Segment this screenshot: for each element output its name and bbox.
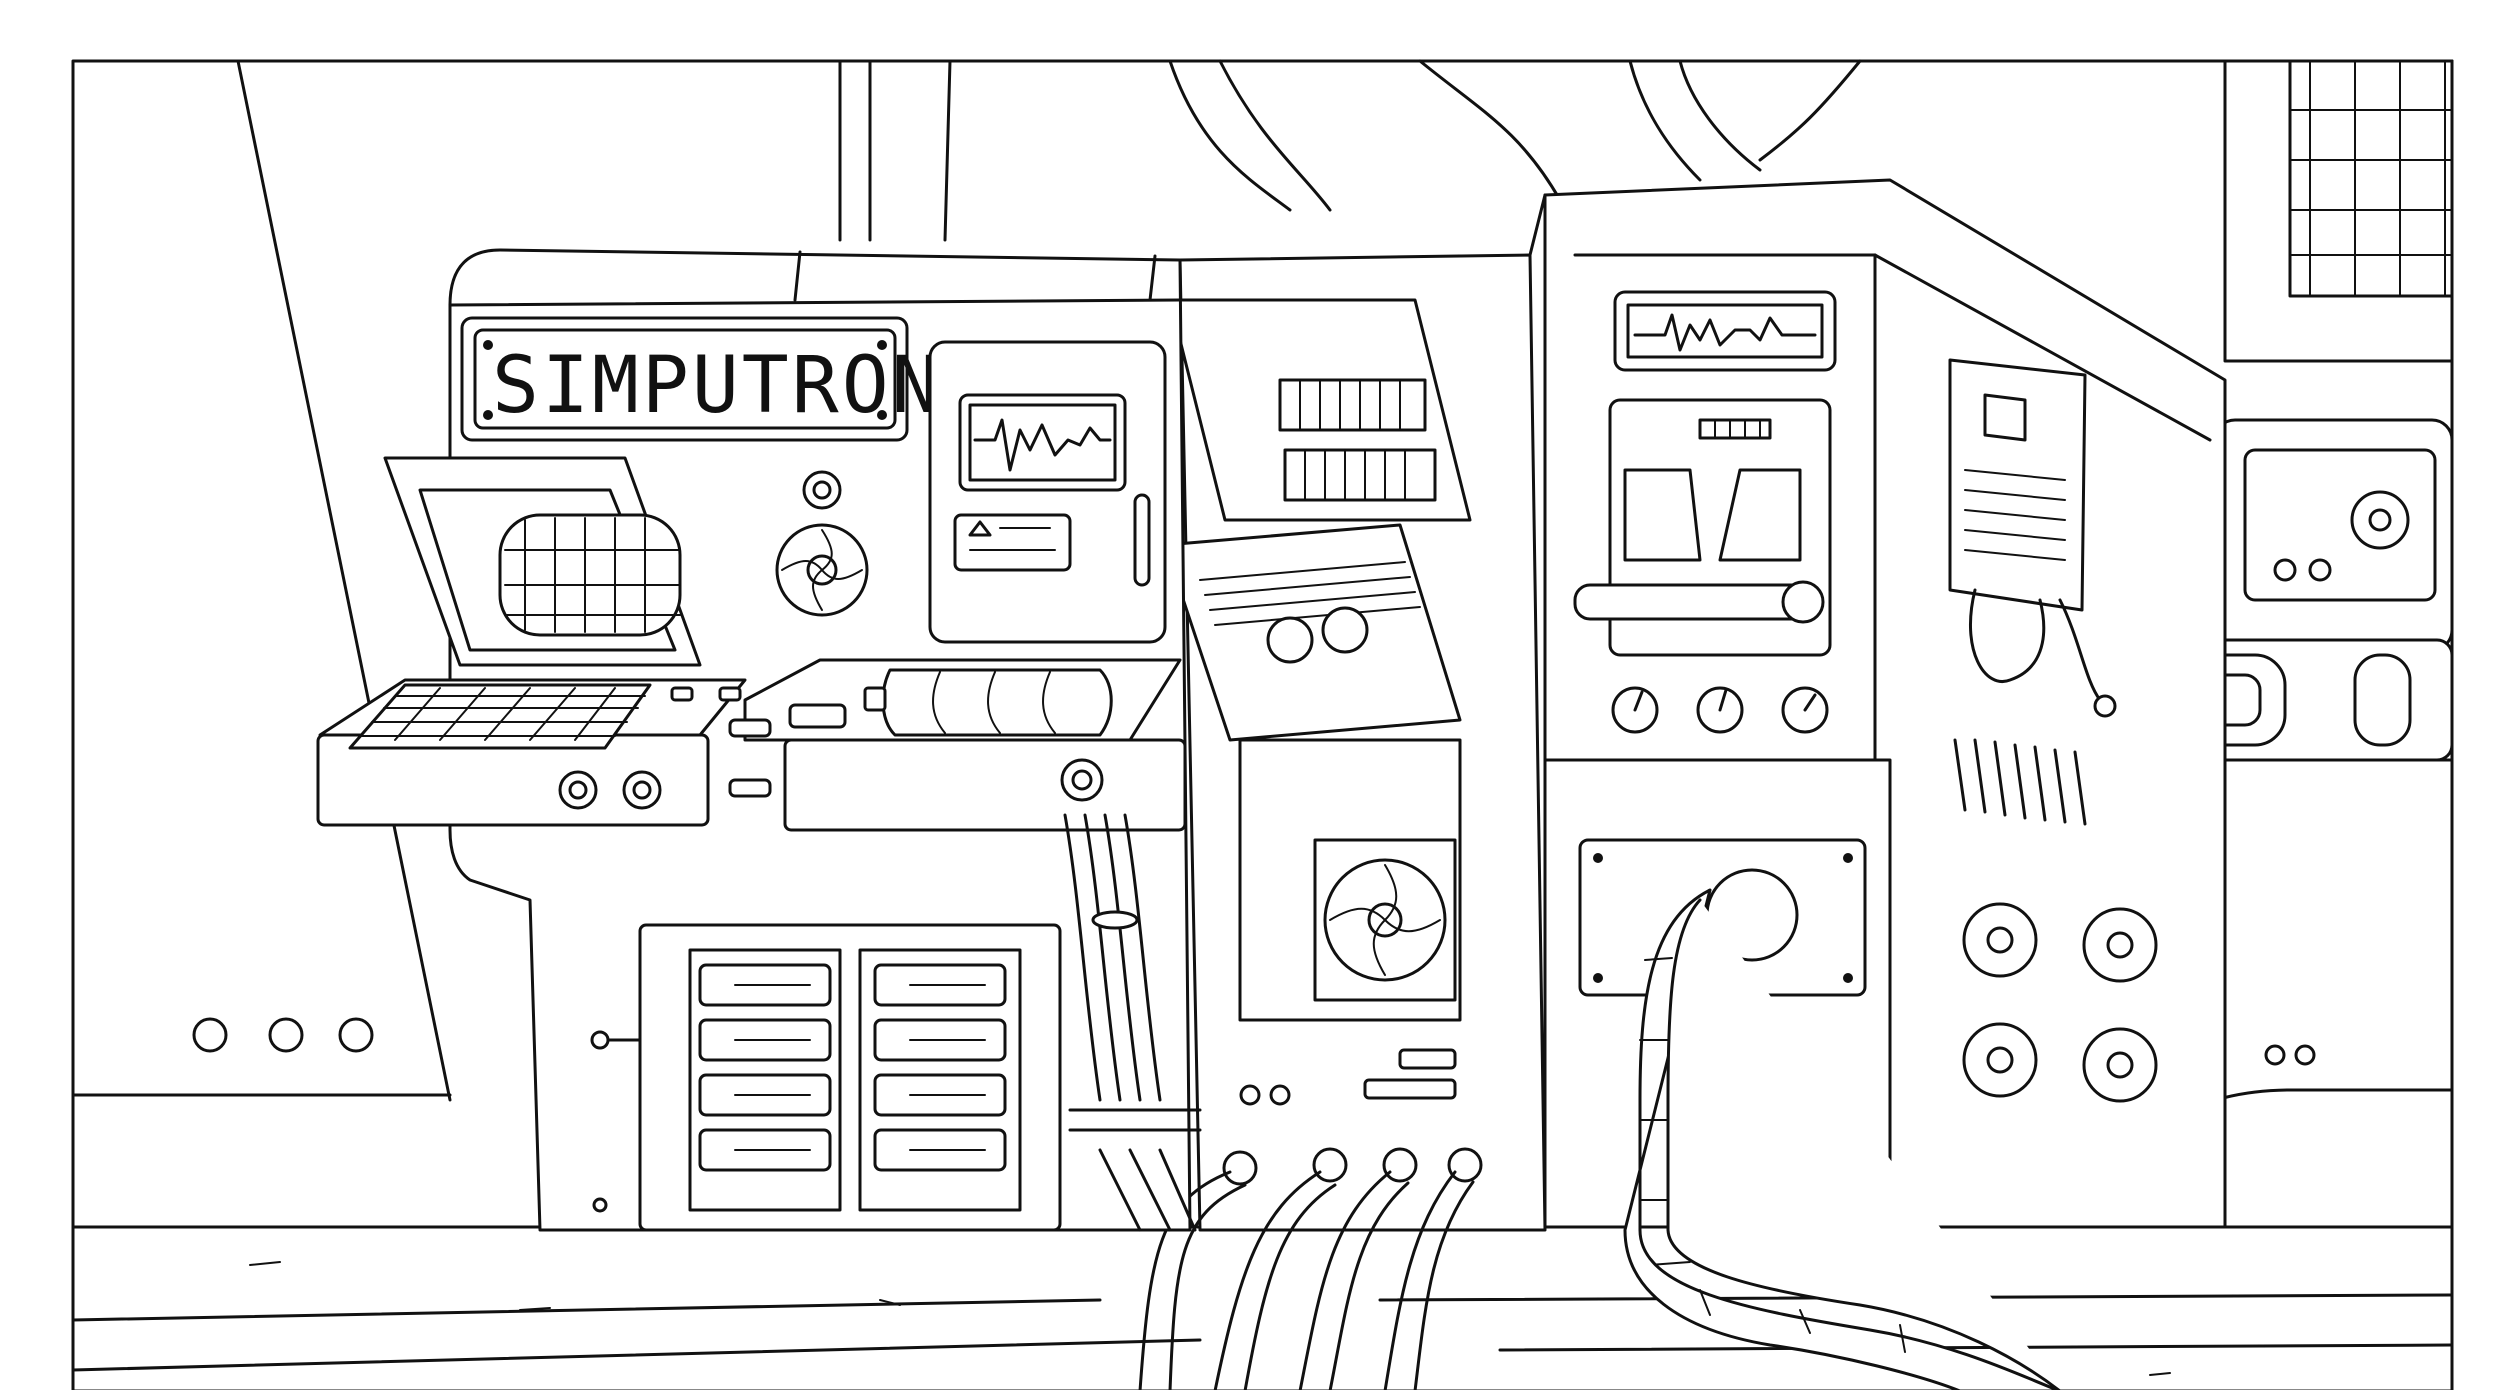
indicator-bar bbox=[1398, 1048, 1457, 1070]
center-tower bbox=[1163, 193, 1547, 1232]
hose-port bbox=[1447, 1147, 1483, 1183]
wall-light bbox=[338, 1017, 374, 1053]
left-monitor-screen bbox=[498, 513, 682, 637]
button-strip bbox=[788, 703, 847, 729]
floor-hoses bbox=[1138, 1170, 1475, 1390]
warning-label bbox=[953, 513, 1072, 572]
button bbox=[718, 686, 742, 702]
wall-light bbox=[192, 1017, 228, 1053]
roller-unit bbox=[881, 668, 1113, 737]
handle bbox=[1133, 493, 1151, 587]
button bbox=[670, 686, 694, 702]
knob bbox=[2308, 558, 2332, 582]
label-strip bbox=[1698, 418, 1772, 440]
hose-port bbox=[1222, 1150, 1258, 1186]
monitor-screen bbox=[2288, 59, 2454, 298]
indicator-light bbox=[2264, 1044, 2286, 1066]
indicator-bar bbox=[1363, 1078, 1457, 1100]
wall-light bbox=[268, 1017, 304, 1053]
cable-tie bbox=[1091, 910, 1139, 930]
grid-display bbox=[1278, 378, 1427, 432]
hose-port bbox=[1312, 1147, 1348, 1183]
switch-housing bbox=[2353, 653, 2412, 747]
segmented-hose bbox=[1623, 888, 2062, 1390]
hose-port bbox=[1382, 1147, 1418, 1183]
simputron-sign: SIMPUTRON bbox=[492, 341, 942, 431]
indicator-light bbox=[1239, 1084, 1261, 1106]
clipboard bbox=[1948, 358, 2087, 612]
toggle-switch bbox=[863, 686, 887, 712]
monitor-panel bbox=[928, 340, 1167, 644]
grid-display bbox=[1283, 448, 1437, 502]
lever-bar bbox=[1573, 583, 1817, 621]
indicator-light bbox=[2294, 1044, 2316, 1066]
keyboard bbox=[348, 683, 652, 750]
left-console: SIMPUTRON bbox=[316, 248, 1202, 1232]
indicator-light bbox=[1269, 1084, 1291, 1106]
knob bbox=[2273, 558, 2297, 582]
